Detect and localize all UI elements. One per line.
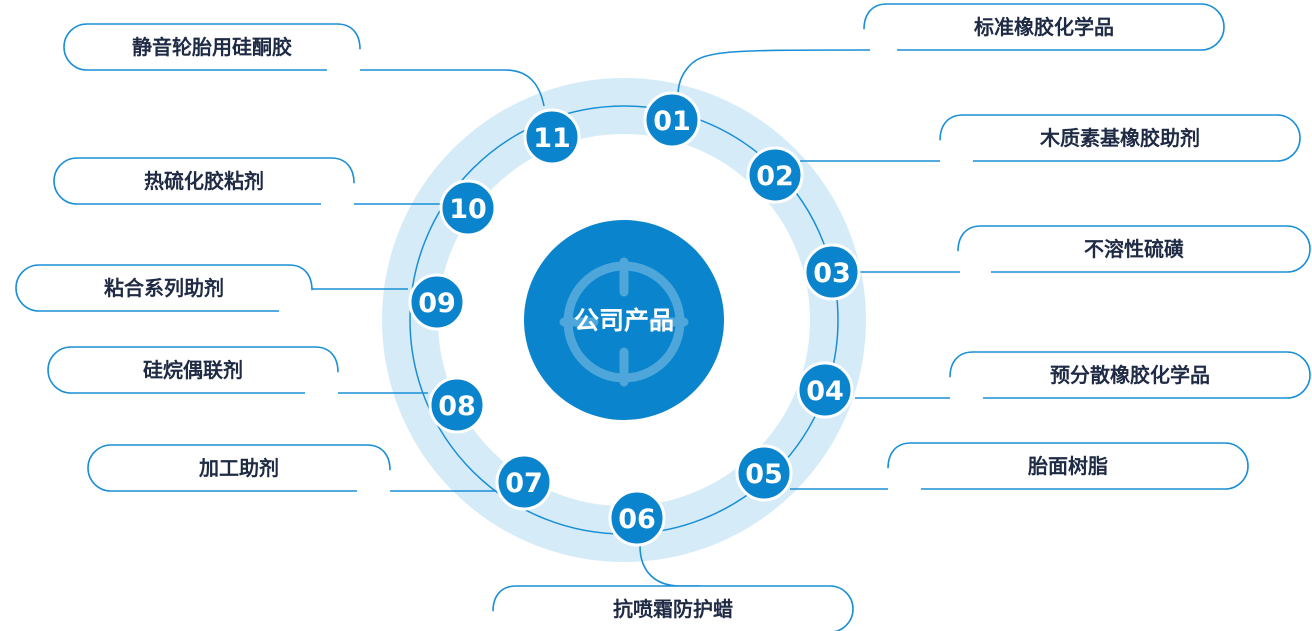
node-circle-02 (746, 146, 804, 204)
node-number-03: 03 (813, 258, 851, 289)
connector-line-11 (360, 69, 545, 107)
label-pill-07 (87, 444, 391, 492)
label-text-07: 加工助剂 (198, 456, 279, 480)
label-text-04: 预分散橡胶化学品 (1050, 363, 1210, 387)
node-circle-06 (608, 489, 666, 547)
node-number-01: 01 (653, 106, 691, 137)
node-circle-11 (523, 108, 581, 166)
node-circle-09 (408, 273, 466, 331)
label-pill-06 (492, 585, 854, 631)
label-pill-04 (949, 351, 1311, 399)
node-number-02: 02 (756, 161, 794, 192)
label-pill-03 (957, 225, 1311, 273)
node-circle-07 (495, 453, 553, 511)
label-pill-02 (939, 114, 1301, 162)
center-title: 公司产品 (574, 306, 674, 335)
connectors-layer (312, 49, 960, 587)
label-text-03: 不溶性硫磺 (1084, 237, 1184, 261)
crosshair-icon (559, 257, 689, 387)
label-text-10: 热硫化胶粘剂 (144, 169, 264, 193)
label-text-09: 粘合系列助剂 (104, 276, 224, 300)
label-pill-08 (47, 346, 339, 394)
center-circle (524, 220, 724, 420)
label-text-08: 硅烷偶联剂 (143, 358, 243, 382)
label-pill-01 (863, 3, 1225, 51)
node-number-10: 10 (449, 194, 487, 225)
label-text-02: 木质素基橡胶助剂 (1039, 126, 1200, 150)
node-number-07: 07 (505, 468, 543, 499)
node-circle-01 (643, 91, 701, 149)
label-text-06: 抗喷霜防护蜡 (613, 597, 733, 621)
label-text-11: 静音轮胎用硅酮胶 (132, 35, 292, 59)
node-circle-08 (428, 376, 486, 434)
node-number-11: 11 (533, 123, 571, 154)
label-pill-09 (15, 264, 313, 312)
node-number-04: 04 (806, 376, 844, 407)
node-circle-03 (803, 243, 861, 301)
label-text-01: 标准橡胶化学品 (974, 15, 1114, 39)
node-number-06: 06 (618, 504, 656, 535)
label-pill-05 (887, 442, 1249, 490)
node-circle-10 (439, 179, 497, 237)
node-number-05: 05 (745, 459, 783, 490)
label-pill-10 (53, 157, 355, 205)
label-text-05: 胎面树脂 (1027, 454, 1108, 478)
node-number-08: 08 (438, 391, 476, 422)
label-pill-11 (63, 23, 361, 71)
nodes-layer: 01 02 03 04 05 06 07 08 09 10 11 (408, 91, 861, 547)
node-circle-04 (796, 361, 854, 419)
connector-line-01 (677, 49, 871, 97)
node-circle-05 (735, 444, 793, 502)
node-number-09: 09 (418, 288, 456, 319)
